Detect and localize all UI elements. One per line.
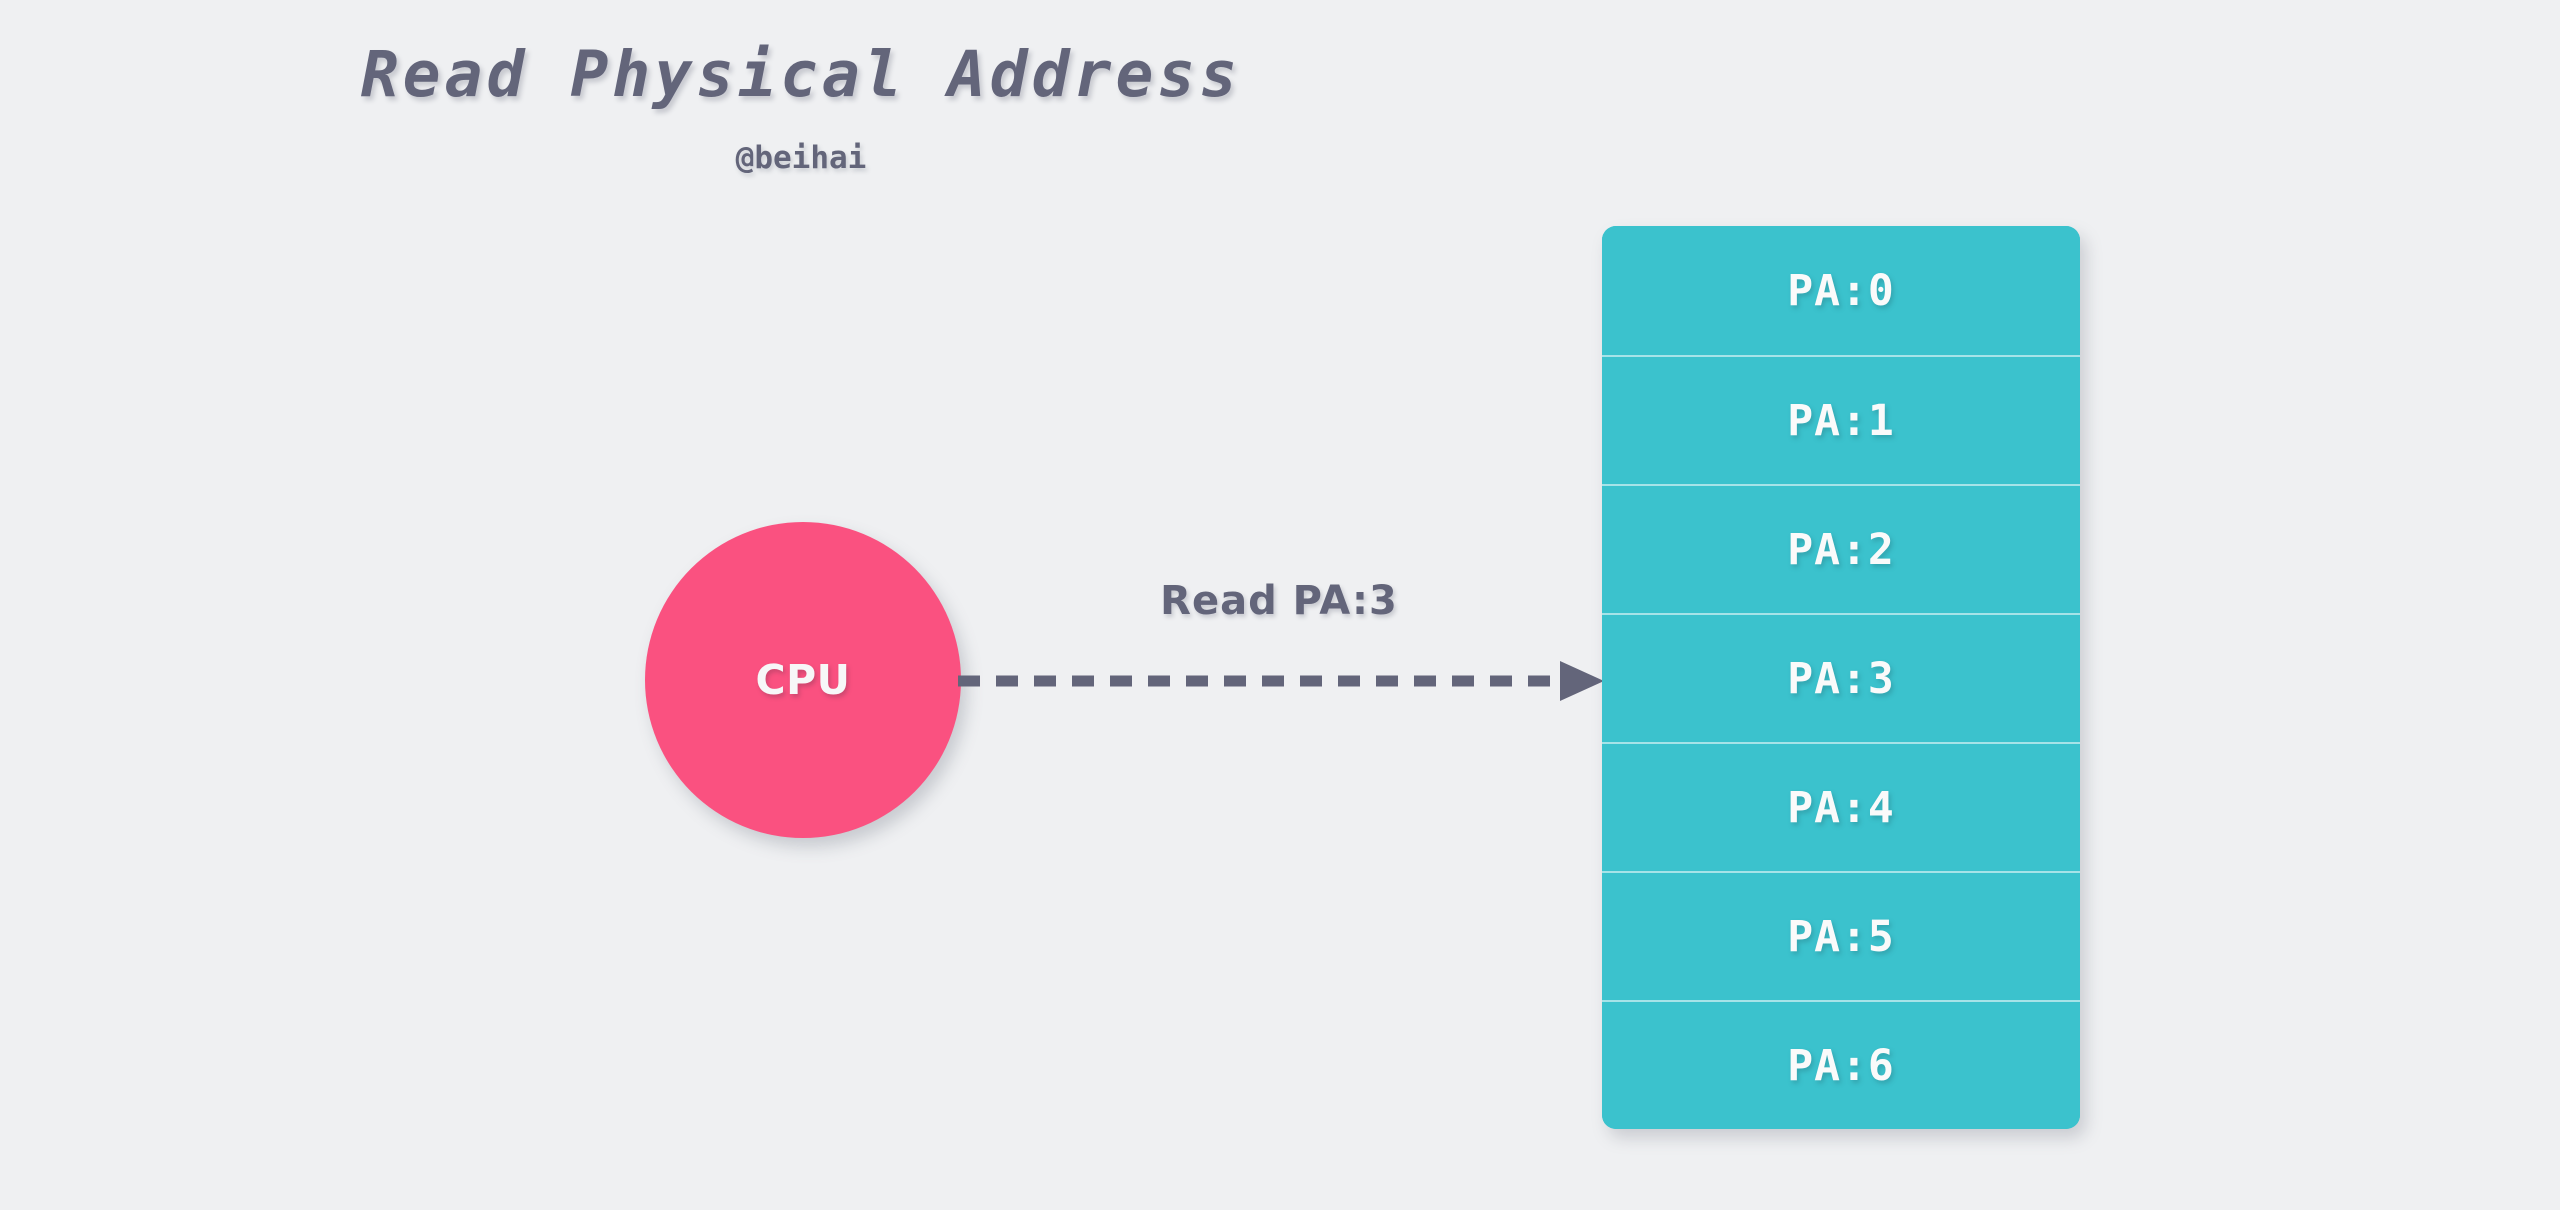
memory-cell-label: PA:3 xyxy=(1787,653,1895,704)
memory-cell[interactable]: PA:4 xyxy=(1602,742,2080,871)
arrow-head xyxy=(1560,661,1604,701)
read-arrow xyxy=(958,655,1608,707)
memory-cell-label: PA:5 xyxy=(1787,911,1895,962)
memory-cell[interactable]: PA:1 xyxy=(1602,355,2080,484)
memory-cell-label: PA:4 xyxy=(1787,782,1895,833)
memory-cell-label: PA:6 xyxy=(1787,1040,1895,1091)
memory-cell[interactable]: PA:5 xyxy=(1602,871,2080,1000)
cpu-node[interactable]: CPU xyxy=(645,522,961,838)
memory-cell[interactable]: PA:2 xyxy=(1602,484,2080,613)
memory-cell[interactable]: PA:3 xyxy=(1602,613,2080,742)
memory-cell-label: PA:2 xyxy=(1787,524,1895,575)
memory-cell-label: PA:0 xyxy=(1787,265,1895,316)
memory-cell[interactable]: PA:6 xyxy=(1602,1000,2080,1129)
page-subtitle-author: @beihai xyxy=(735,140,867,176)
physical-memory-stack: PA:0 PA:1 PA:2 PA:3 PA:4 PA:5 PA:6 xyxy=(1602,226,2080,1129)
arrow-label-read-pa3: Read PA:3 xyxy=(1160,578,1398,624)
read-arrow-icon xyxy=(958,661,1604,701)
memory-cell[interactable]: PA:0 xyxy=(1602,226,2080,355)
cpu-node-label: CPU xyxy=(755,656,851,704)
page-title: Read Physical Address xyxy=(360,38,1242,111)
memory-cell-label: PA:1 xyxy=(1787,395,1895,446)
